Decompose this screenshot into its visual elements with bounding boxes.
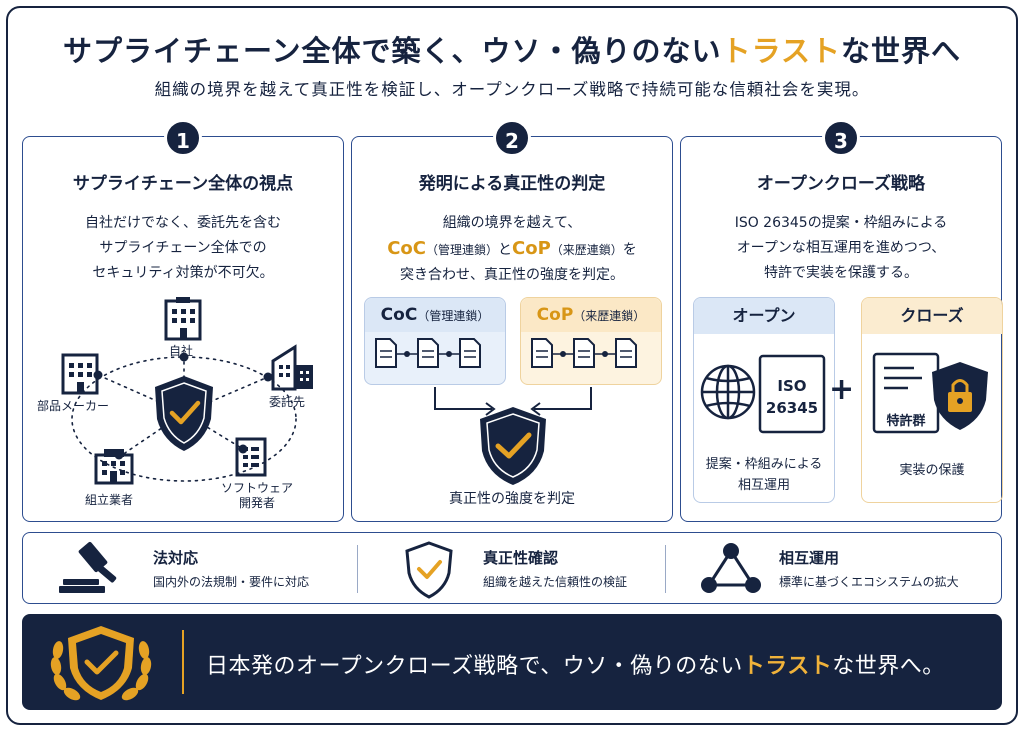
patent-lock-illustration xyxy=(872,352,988,434)
step-badge-2: 2 xyxy=(493,119,531,157)
node-label-contractor: 委託先 xyxy=(269,395,306,409)
panel-supply-chain: 1 サプライチェーン全体の視点 自社だけでなく、委託先を含む サプライチェーン全… xyxy=(22,119,344,522)
feature-title: 真正性確認 xyxy=(483,549,559,567)
document-icon-software xyxy=(235,437,267,477)
panel-title: オープンクローズ戦略 xyxy=(756,174,926,194)
feature-legal: 法対応 国内外の法規制・要件に対応 xyxy=(53,533,353,603)
divider xyxy=(357,545,358,593)
shield-check-icon xyxy=(480,407,546,485)
building-icon-assembler xyxy=(94,449,134,485)
feature-authenticity: 真正性確認 組織を越えた信頼性の検証 xyxy=(383,533,683,603)
shield-lock-icon xyxy=(932,362,988,430)
node-label-parts-maker: 部品メーカー xyxy=(37,399,110,413)
panel-body: 自社だけでなく、委託先を含む サプライチェーン全体での セキュリティ対策が不可欠… xyxy=(85,215,281,281)
verdict-label: 真正性の強度を判定 xyxy=(449,491,575,507)
factory-icon-contractor xyxy=(271,344,313,391)
feature-title: 相互運用 xyxy=(779,549,840,567)
open-caption: 提案・枠組みによる相互運用 xyxy=(705,457,823,493)
banner-separator xyxy=(182,630,184,694)
feature-desc: 組織を越えた信頼性の検証 xyxy=(483,575,628,589)
iso-document-icon xyxy=(758,354,826,434)
panel-open-close: 3 オープンクローズ戦略 ISO 26345の提案・枠組みによる オープンな相互… xyxy=(680,119,1003,522)
banner-message: 日本発のオープンクローズ戦略で、ウソ・偽りのないトラストな世界へ。 xyxy=(206,654,945,679)
panel-authenticity: 2 発明による真正性の判定 組織の境界を越えて、 CoC（管理連鎖）とCoP（来… xyxy=(351,119,673,522)
close-box: クローズ 特許群 実装の保護 xyxy=(861,297,1003,503)
shield-check-icon xyxy=(155,376,213,451)
globe-icon xyxy=(700,364,756,420)
laurel-shield-icon xyxy=(50,626,152,701)
network-nodes-icon xyxy=(701,543,761,593)
shield-check-outline-icon xyxy=(405,541,453,599)
building-icon-self xyxy=(164,297,202,341)
node-label-self: 自社 xyxy=(169,344,194,358)
close-caption: 実装の保護 xyxy=(899,463,965,478)
panel-body: 組織の境界を越えて、 CoC（管理連鎖）とCoP（来歴連鎖）を 突き合わせ、真正… xyxy=(387,215,637,283)
title-highlight: トラスト xyxy=(721,34,841,68)
node-label-assembler: 組立業者 xyxy=(85,493,134,507)
feature-strip: 法対応 国内外の法規制・要件に対応 真正性確認 組織を越えた信頼性の検証 相互運… xyxy=(22,532,1002,604)
feature-desc: 標準に基づくエコシステムの拡大 xyxy=(779,575,959,589)
feature-title: 法対応 xyxy=(153,549,199,567)
feature-desc: 国内外の法規制・要件に対応 xyxy=(153,575,310,589)
coc-chain-box: CoC（管理連鎖） xyxy=(364,297,506,385)
cop-chain-box: CoP（来歴連鎖） xyxy=(520,297,662,385)
panel-title: サプライチェーン全体の視点 xyxy=(72,174,294,194)
step-badge-3: 3 xyxy=(822,119,860,157)
feature-interop: 相互運用 標準に基づくエコシステムの拡大 xyxy=(683,533,993,603)
gavel-icon xyxy=(59,541,117,593)
plus-icon: + xyxy=(829,372,855,407)
panel-body: ISO 26345の提案・枠組みによる オープンな相互運用を進めつつ、 特許で実… xyxy=(734,215,948,281)
globe-iso-illustration xyxy=(700,354,826,434)
bottom-banner: 日本発のオープンクローズ戦略で、ウソ・偽りのないトラストな世界へ。 xyxy=(22,614,1002,710)
page-title: サプライチェーン全体で築く、ウソ・偽りのないトラストな世界へ xyxy=(63,34,961,68)
node-label-software: ソフトウェア開発者 xyxy=(221,481,294,510)
supply-chain-network xyxy=(61,297,313,485)
building-icon-parts xyxy=(61,353,99,395)
divider xyxy=(665,545,666,593)
patent-label: 特許群 xyxy=(886,414,926,429)
step-badge-1: 1 xyxy=(164,119,202,157)
page-subtitle: 組織の境界を越えて真正性を検証し、オープンクローズ戦略で持続可能な信頼社会を実現… xyxy=(154,80,870,99)
panel-title: 発明による真正性の判定 xyxy=(418,174,606,194)
